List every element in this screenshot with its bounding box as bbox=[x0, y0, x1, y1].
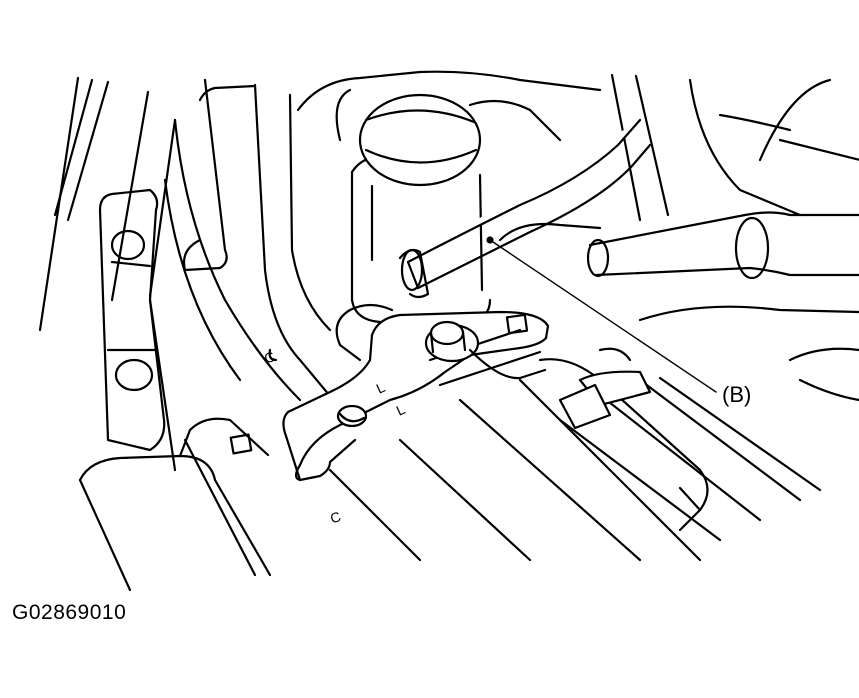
left-fender-panel bbox=[38, 76, 177, 472]
background-components bbox=[296, 70, 859, 242]
callout-b-label: (B) bbox=[722, 382, 752, 407]
hose-b bbox=[398, 118, 652, 299]
fluid-reservoir bbox=[350, 93, 492, 324]
frame-members bbox=[163, 78, 352, 422]
stamp-mark-4: L bbox=[394, 401, 408, 419]
callout-b-leader bbox=[486, 236, 717, 393]
right-pipe bbox=[586, 211, 859, 402]
lower-rails bbox=[328, 347, 822, 562]
figure-id: G02869010 bbox=[12, 601, 127, 624]
mounting-bracket bbox=[282, 303, 550, 482]
stamp-mark-1: C bbox=[262, 348, 277, 366]
stamp-mark-2: C bbox=[328, 508, 343, 526]
lower-left-bulkhead bbox=[78, 417, 272, 592]
